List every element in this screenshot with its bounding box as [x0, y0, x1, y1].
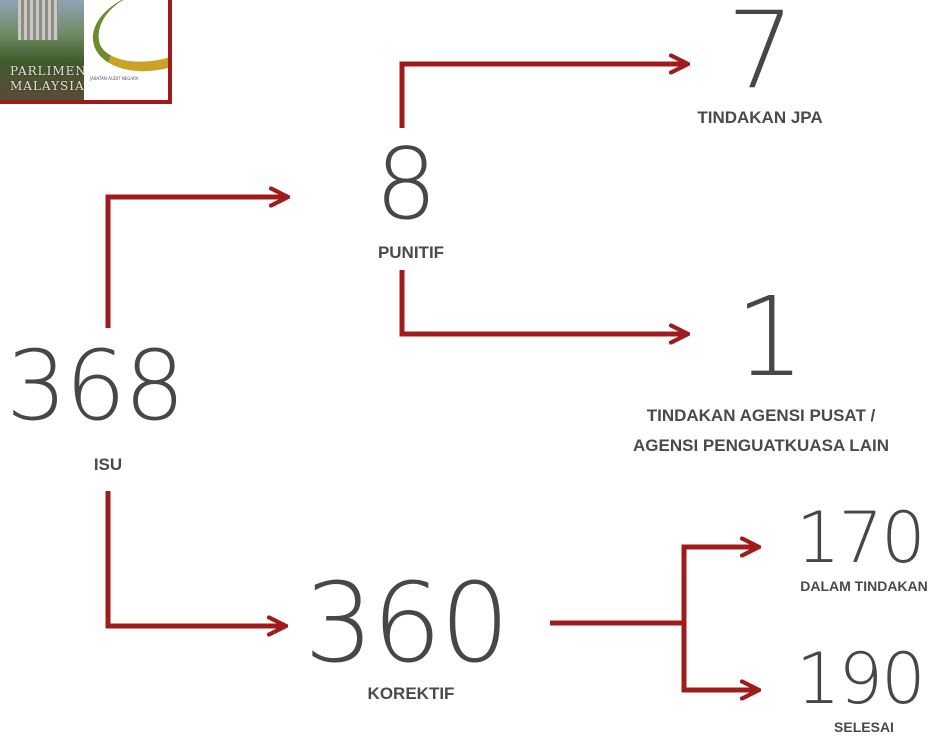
punitif-label: PUNITIF: [377, 243, 445, 262]
cover-agency: JABATAN AUDIT NEGARA: [90, 76, 139, 81]
report-cover-image: PARLIMEN MALAYSIA JABATAN AUDIT NEGARA: [0, 0, 168, 100]
arrow-isu-to-punitif: [105, 197, 286, 328]
selesai-label: SELESAI: [834, 719, 894, 735]
tindakan-jpa-count: 7: [727, 0, 794, 112]
arrow-punitif-to-jpa: [399, 64, 686, 128]
report-cover: PARLIMEN MALAYSIA JABATAN AUDIT NEGARA: [0, 0, 172, 104]
isu-count: 368: [6, 330, 185, 442]
dalam-tindakan-label: DALAM TINDAKAN: [800, 578, 928, 594]
arrow-punitif-to-agensi: [399, 270, 686, 334]
korektif-label: KOREKTIF: [367, 684, 455, 703]
tindakan-jpa-label: TINDAKAN JPA: [697, 108, 823, 127]
arrow-isu-to-korektif: [105, 491, 284, 626]
cover-title-line1: PARLIMEN: [10, 64, 87, 78]
agensi-pusat-label-line2: AGENSI PENGUATKUASA LAIN: [633, 436, 889, 455]
parliament-building: [18, 0, 58, 40]
agensi-pusat-label-line1: TINDAKAN AGENSI PUSAT /: [646, 406, 876, 425]
dalam-tindakan-count: 170: [796, 497, 926, 579]
selesai-count: 190: [796, 638, 926, 720]
cover-title-line2: MALAYSIA: [10, 79, 85, 93]
arrow-korektif-to-selesai: [681, 623, 757, 690]
arrow-korektif-to-dalam-tindakan: [681, 547, 757, 623]
parliament-photo: PARLIMEN MALAYSIA: [0, 0, 100, 100]
isu-label: ISU: [93, 455, 123, 474]
cover-panel: [84, 0, 168, 100]
korektif-count: 360: [304, 559, 510, 687]
punitif-count: 8: [375, 128, 437, 242]
agensi-pusat-count: 1: [735, 273, 805, 401]
